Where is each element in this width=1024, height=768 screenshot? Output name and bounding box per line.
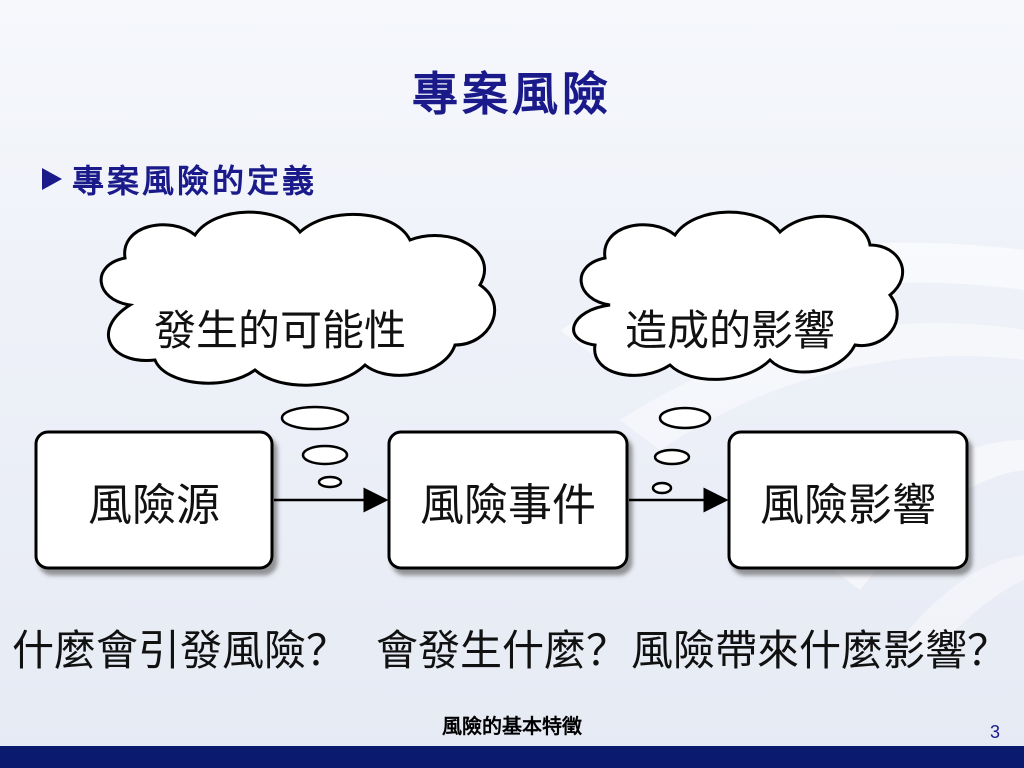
thought-bubbles-2 bbox=[651, 406, 712, 495]
cloud-text: 發生的可能性 bbox=[154, 306, 406, 355]
box-risk-impact: 風險影響 bbox=[727, 430, 969, 570]
cloud-shape bbox=[99, 210, 497, 387]
question-impact: 風險帶來什麼影響？ bbox=[631, 626, 1009, 675]
box-text: 風險事件 bbox=[420, 480, 596, 531]
cloud-shape bbox=[572, 210, 904, 381]
box-text: 風險源 bbox=[88, 480, 220, 531]
bullet-text: 專案風險的定義 bbox=[72, 162, 318, 200]
cloud-likelihood: 發生的可能性 bbox=[99, 210, 497, 387]
box-text: 風險影響 bbox=[760, 480, 936, 531]
thought-bubbles-1 bbox=[280, 405, 350, 489]
box-risk-event: 風險事件 bbox=[387, 430, 629, 570]
footer-text: 風險的基本特徵 bbox=[442, 714, 582, 738]
cloud-text: 造成的影響 bbox=[625, 306, 835, 355]
bullet-item: 專案風險的定義 bbox=[42, 156, 317, 202]
box-risk-source: 風險源 bbox=[34, 430, 274, 570]
cloud-impact: 造成的影響 bbox=[572, 210, 904, 381]
page-number: 3 bbox=[989, 722, 1000, 742]
bottom-bar bbox=[0, 746, 1024, 768]
question-event: 會發生什麼？ bbox=[376, 626, 628, 675]
bullet-arrow-icon bbox=[42, 168, 62, 190]
slide-title: 專案風險 bbox=[412, 67, 612, 121]
question-source: 什麼會引發風險？ bbox=[12, 626, 348, 675]
